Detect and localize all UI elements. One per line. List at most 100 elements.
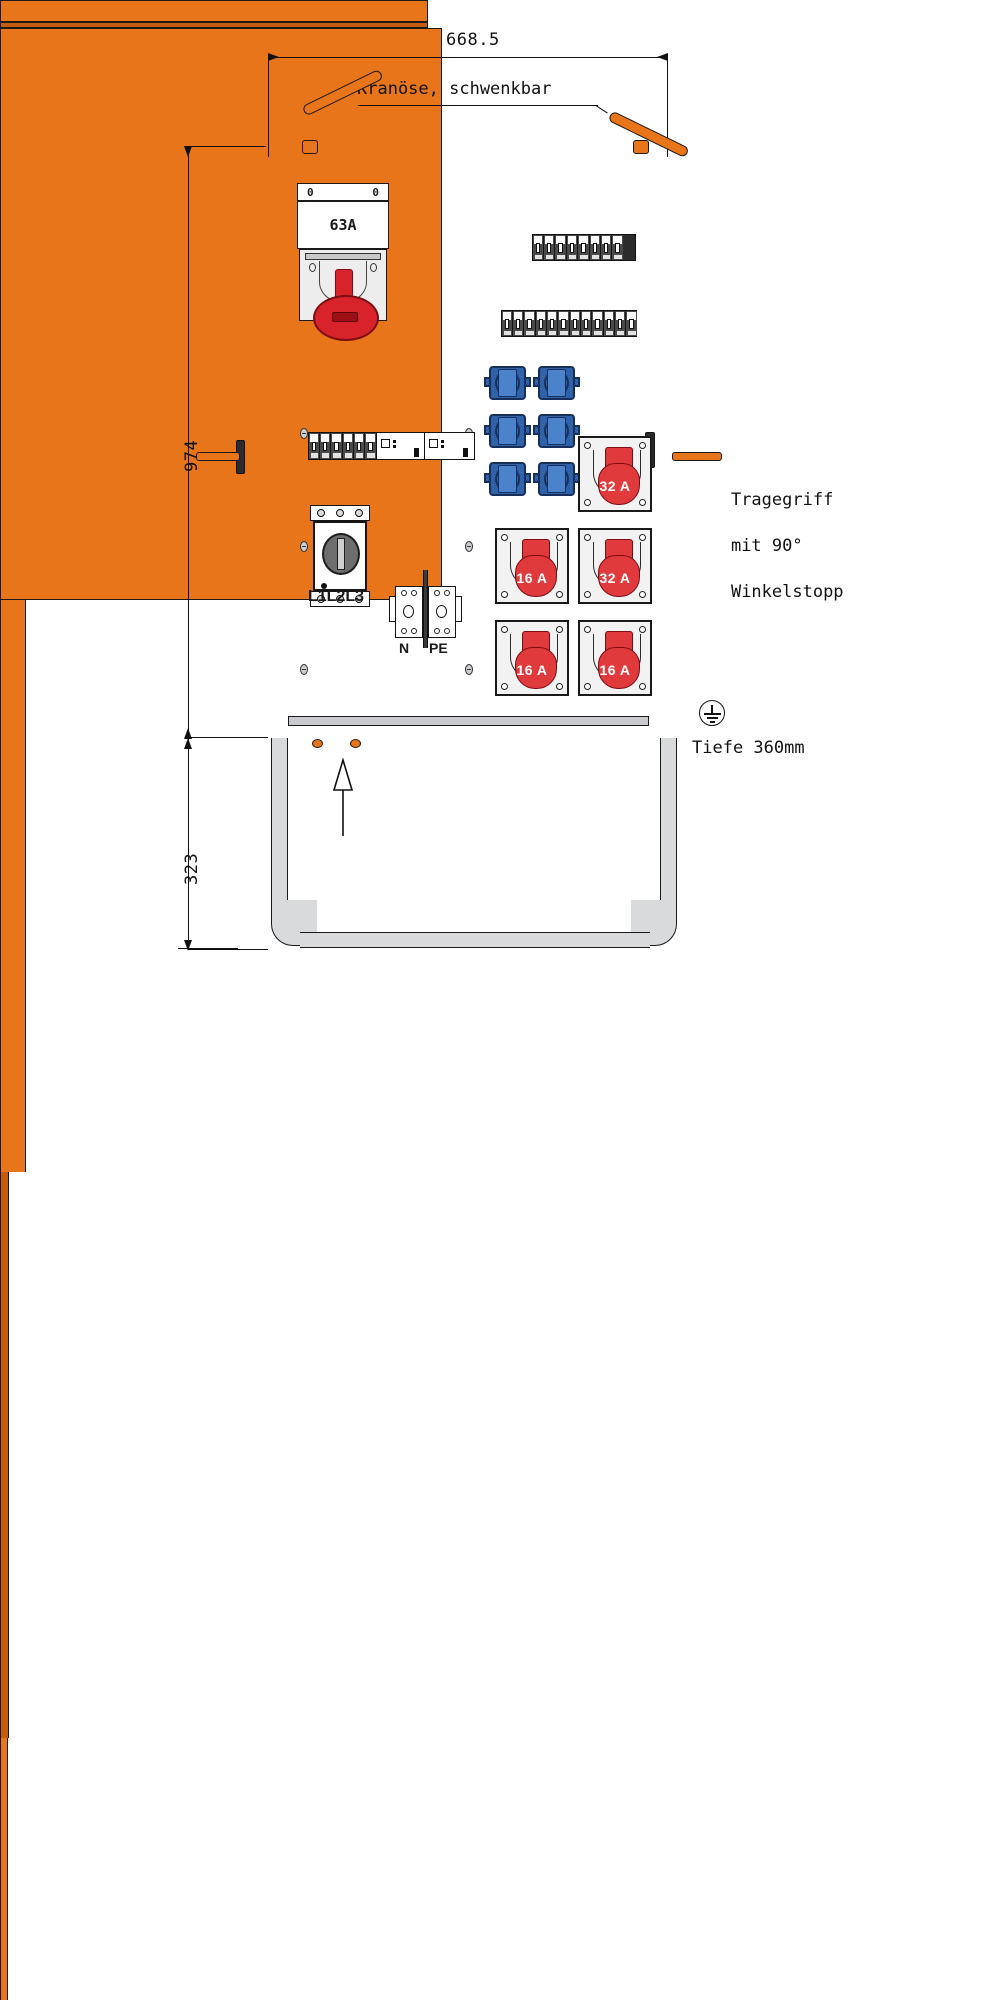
breaker-pole[interactable]: [612, 235, 623, 260]
breaker-group[interactable]: [567, 235, 590, 260]
breaker-pole[interactable]: [555, 235, 566, 260]
panel-screw: [300, 664, 308, 675]
inlet-terminal-right: 0: [372, 185, 379, 199]
breaker-pole[interactable]: [601, 235, 612, 260]
stand-leg-left: [271, 738, 288, 920]
handle-line-1: Tragegriff: [730, 490, 834, 510]
pe-label: PE: [429, 640, 448, 656]
breaker-pole[interactable]: [578, 235, 589, 260]
neutral-cover: [389, 596, 396, 622]
stand-leg-right: [660, 738, 677, 920]
switch-reset-button[interactable]: [321, 583, 327, 589]
cee-socket-32a-top-label: 32 A: [599, 478, 631, 494]
breaker-pole[interactable]: [354, 433, 365, 459]
breaker-bank-left-panel[interactable]: [308, 432, 475, 460]
cee-socket-16a-midleft[interactable]: 16 A: [495, 528, 569, 604]
schuko-socket[interactable]: [484, 414, 531, 448]
breaker-group[interactable]: [309, 433, 343, 459]
breaker-bank-upper-right[interactable]: [532, 234, 636, 261]
inlet-bracket: [305, 253, 381, 260]
breaker-pole[interactable]: [513, 311, 524, 336]
breaker-pole[interactable]: [502, 311, 513, 336]
inlet-terminal-left: 0: [307, 185, 314, 199]
breaker-group[interactable]: [343, 433, 377, 459]
breaker-pole[interactable]: [365, 433, 376, 459]
inlet-screw-left: [309, 263, 316, 272]
rotary-knob-icon[interactable]: [322, 533, 360, 575]
cee-socket-32a-midright[interactable]: 32 A: [578, 528, 652, 604]
base-mount-hole-right: [350, 739, 361, 748]
cee-socket-16a-midleft-label: 16 A: [516, 570, 548, 586]
carrying-handle-annotation: Tragegriff mit 90° Winkelstopp: [690, 466, 844, 627]
handle-line-2: mit 90°: [730, 536, 803, 556]
breaker-pole[interactable]: [536, 311, 547, 336]
breaker-pole[interactable]: [592, 311, 603, 336]
breaker-pole[interactable]: [604, 311, 615, 336]
pe-cover: [455, 596, 462, 622]
neutral-terminal-block[interactable]: [395, 586, 423, 638]
cee-inlet-63a[interactable]: 0 0 63A: [297, 183, 389, 351]
breaker-pole[interactable]: [590, 235, 601, 260]
breaker-pole[interactable]: [626, 311, 637, 336]
inlet-label-box: 63A: [297, 201, 389, 249]
breaker-bank-lower-right[interactable]: [501, 310, 637, 337]
schuko-socket[interactable]: [533, 462, 580, 496]
pe-terminal-block[interactable]: [428, 586, 456, 638]
ground-line: [178, 948, 238, 949]
breaker-pole[interactable]: [320, 433, 331, 459]
breaker-group[interactable]: [590, 235, 623, 260]
neutral-label: N: [399, 640, 410, 656]
panel-screw: [465, 664, 473, 675]
breaker-pole[interactable]: [581, 311, 592, 336]
breaker-group[interactable]: [604, 311, 637, 336]
panel-screw: [300, 428, 308, 439]
depth-annotation: Tiefe 360mm: [692, 738, 805, 758]
main-rotary-switch[interactable]: [310, 505, 370, 607]
breaker-group[interactable]: [570, 311, 604, 336]
crane-eye-label: Kranöse, schwenkbar: [357, 79, 552, 99]
breaker-pole[interactable]: [343, 433, 354, 459]
switch-terminals-bottom: [310, 591, 370, 607]
breaker-pole[interactable]: [615, 311, 626, 336]
schuko-socket[interactable]: [533, 366, 580, 400]
cee-socket-16a-botleft[interactable]: 16 A: [495, 620, 569, 696]
dimension-width-label: 668.5: [446, 30, 500, 50]
cee-socket-32a-top[interactable]: 32 A: [578, 436, 652, 512]
breaker-pole[interactable]: [567, 235, 578, 260]
earth-ground-icon: [699, 700, 725, 726]
rcd-module[interactable]: [425, 433, 473, 459]
handle-line-3: Winkelstopp: [730, 582, 844, 602]
crane-eye-left-base: [302, 140, 318, 154]
door-handle-left-stub: [196, 452, 240, 461]
panel-screw: [300, 541, 308, 552]
breaker-group[interactable]: [502, 311, 536, 336]
breaker-pole[interactable]: [558, 311, 569, 336]
breaker-group[interactable]: [536, 311, 570, 336]
breaker-pole[interactable]: [570, 311, 581, 336]
rcd-module[interactable]: [377, 433, 425, 459]
inlet-screw-right: [370, 263, 377, 272]
cabinet-top-bar: [0, 0, 428, 22]
schuko-socket[interactable]: [484, 462, 531, 496]
cee-socket-16a-botright-label: 16 A: [599, 662, 631, 678]
breaker-pole[interactable]: [309, 433, 320, 459]
breaker-group[interactable]: [533, 235, 567, 260]
dimension-height-stand-label: 323: [182, 852, 202, 885]
cee-socket-16a-botright[interactable]: 16 A: [578, 620, 652, 696]
breaker-pole[interactable]: [331, 433, 342, 459]
breaker-pole[interactable]: [547, 311, 558, 336]
direction-arrow-icon: [328, 757, 358, 842]
cee-socket-32a-midright-label: 32 A: [599, 570, 631, 586]
phase-label: L1L2L3: [308, 588, 365, 605]
breaker-pole[interactable]: [544, 235, 555, 260]
schuko-socket[interactable]: [484, 366, 531, 400]
schuko-socket[interactable]: [533, 414, 580, 448]
door-hinge-bar-2: [0, 1172, 9, 1738]
carrying-handle-right-stub: [672, 452, 722, 461]
breaker-pole[interactable]: [533, 235, 544, 260]
door-hinge-bar-1: [0, 600, 26, 1172]
breaker-pole[interactable]: [524, 311, 535, 336]
npe-terminal-assembly: N PE: [389, 570, 462, 660]
door-hinge-bar-3: [0, 1738, 8, 2000]
panel-bottom-edge: [288, 716, 649, 726]
